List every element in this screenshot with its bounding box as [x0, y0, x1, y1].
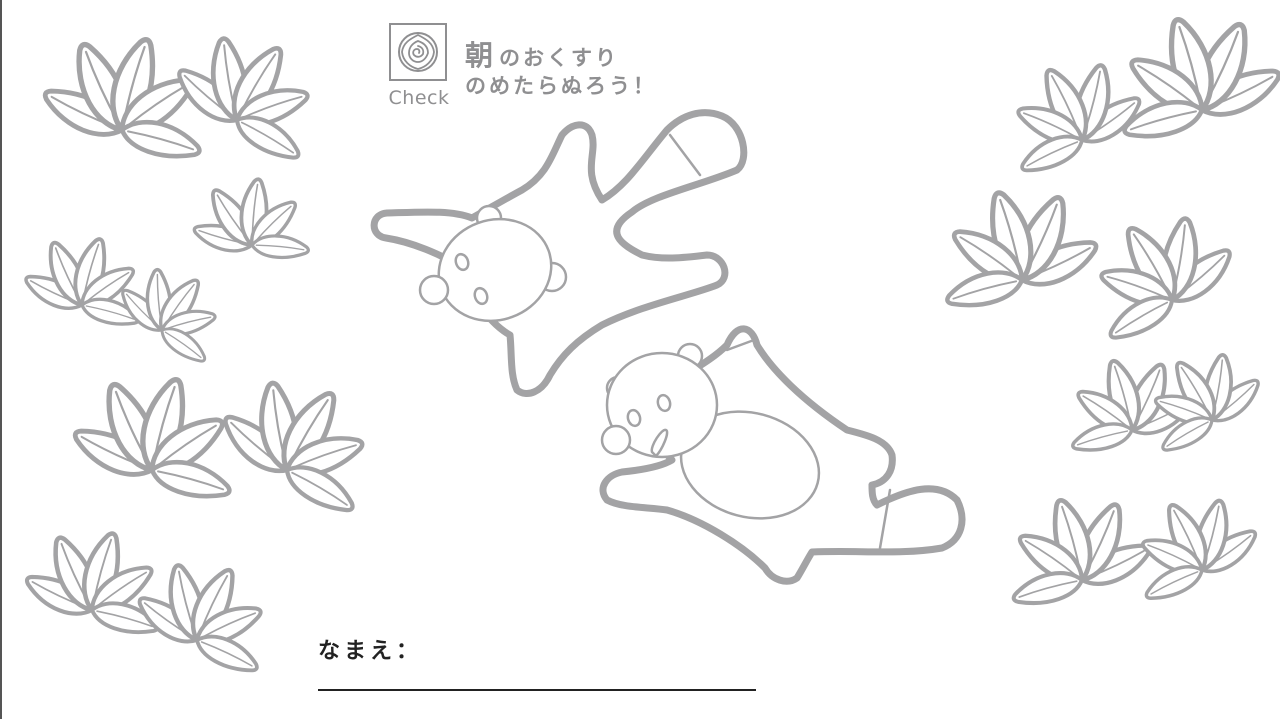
flying-squirrel-icon	[370, 109, 748, 397]
page-title: 朝のおくすり	[465, 34, 619, 74]
leaf-cluster-icon	[69, 375, 234, 508]
leaf-cluster-icon	[202, 363, 384, 524]
title-kanji: 朝	[465, 39, 494, 72]
leaf-cluster-icon	[1139, 340, 1276, 461]
leaf-cluster-icon	[943, 188, 1102, 317]
check-label: Check	[388, 87, 450, 109]
rose-icon	[398, 32, 438, 72]
check-badge	[389, 23, 447, 81]
page-subtitle: のめたらぬろう！	[465, 74, 657, 98]
leaf-cluster-icon	[21, 235, 141, 332]
leaf-cluster-icon	[1081, 200, 1252, 351]
name-label: なまえ：	[318, 639, 423, 664]
leaf-cluster-icon	[1120, 15, 1280, 148]
leaf-cluster-icon	[39, 35, 204, 168]
leaf-cluster-icon	[182, 169, 313, 282]
leaf-cluster-icon	[1010, 496, 1156, 614]
leaf-cluster-icon	[1128, 487, 1270, 609]
flying-squirrel-icon	[599, 325, 966, 585]
name-write-line[interactable]	[318, 689, 756, 691]
leaf-cluster-icon	[21, 529, 161, 642]
title-rest: のおくすり	[499, 46, 620, 70]
